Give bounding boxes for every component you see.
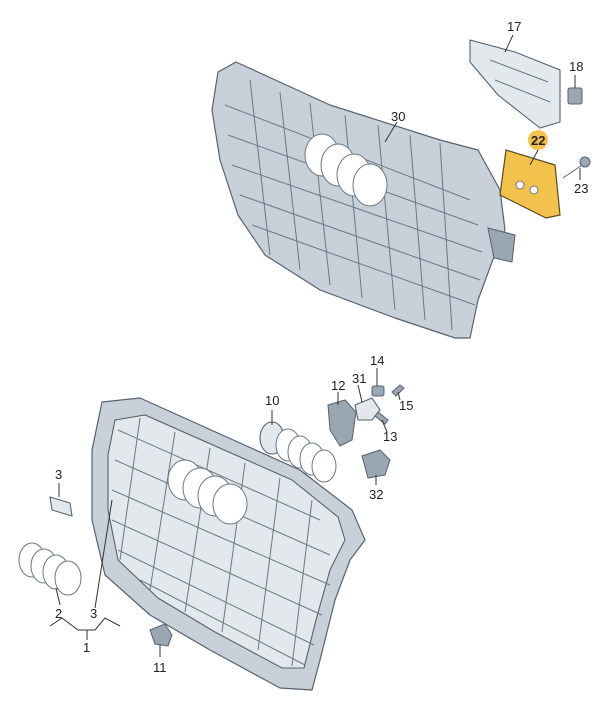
emblem-rings-2 — [18, 542, 82, 596]
callout-2: 2 — [55, 606, 62, 621]
callout-15: 15 — [399, 398, 413, 413]
callout-3-top: 3 — [55, 467, 62, 482]
screw-15 — [391, 384, 405, 397]
clip-14 — [371, 385, 385, 397]
callout-10: 10 — [265, 393, 279, 408]
badge-3 — [49, 496, 73, 517]
callout-12: 12 — [331, 378, 345, 393]
callout-22: 22 — [531, 133, 545, 148]
clip-11 — [149, 623, 173, 647]
grille-carrier-30 — [211, 61, 516, 339]
clip-18 — [567, 87, 583, 105]
callout-13: 13 — [383, 429, 397, 444]
screw-23 — [562, 156, 591, 179]
sensor-holder-12 — [327, 399, 357, 447]
callout-30: 30 — [391, 109, 405, 124]
callout-labels: 17 18 30 22 23 14 12 31 15 10 13 32 3 2 … — [55, 19, 588, 675]
callout-31: 31 — [352, 371, 366, 386]
leader-lines — [49, 34, 581, 657]
callout-1: 1 — [83, 640, 90, 655]
bracket-17 — [469, 39, 561, 129]
emblem-10 — [259, 421, 337, 483]
bracket-22 — [499, 149, 561, 219]
callout-11: 11 — [153, 660, 167, 675]
callout-32: 32 — [369, 487, 383, 502]
connector-32 — [361, 449, 391, 479]
callout-3-bottom: 3 — [90, 606, 97, 621]
callout-22-highlight — [528, 130, 548, 150]
radiator-grille-1 — [91, 397, 366, 691]
callout-23: 23 — [574, 181, 588, 196]
screw-13 — [374, 411, 389, 425]
callout-14: 14 — [370, 353, 384, 368]
callout-18: 18 — [569, 59, 583, 74]
callout-17: 17 — [507, 19, 521, 34]
